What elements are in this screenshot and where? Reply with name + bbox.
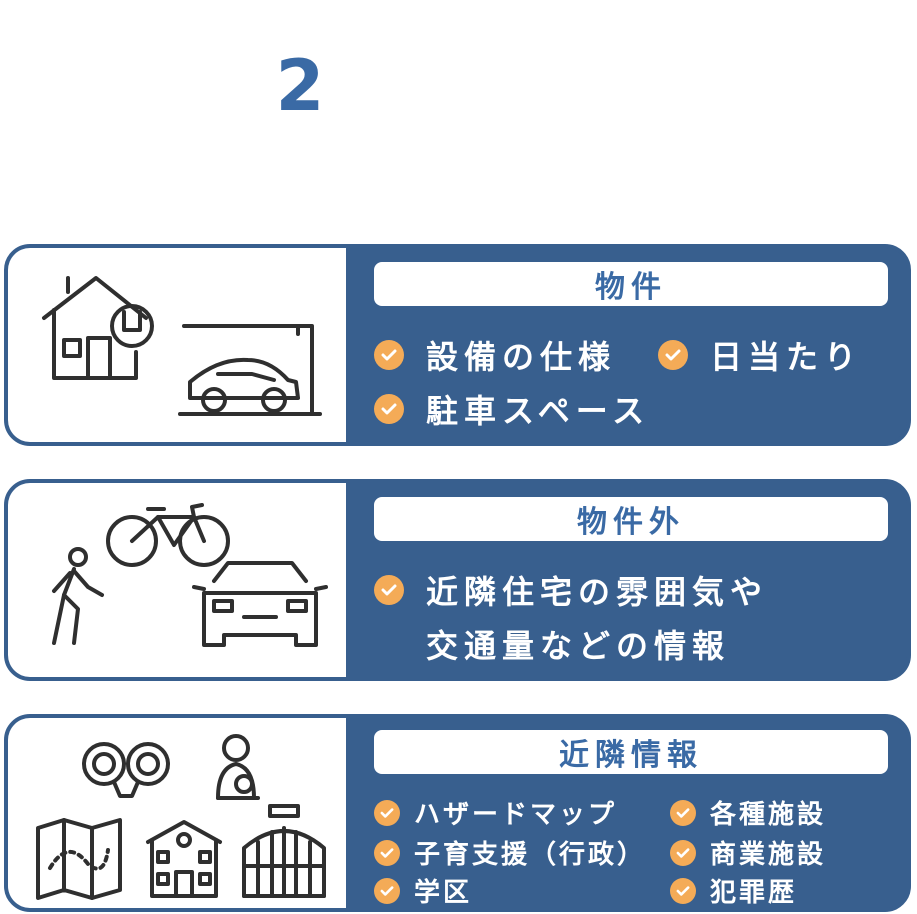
check-icon	[374, 340, 404, 370]
card-property-title: 物件	[374, 262, 888, 306]
check-icon	[374, 575, 404, 605]
check-icon	[374, 799, 400, 826]
section-number: 2	[275, 45, 325, 127]
card-neighborhood-title: 近隣情報	[374, 730, 888, 774]
item-label: 学区	[414, 878, 473, 908]
card-outside-property: 物件外 近隣住宅の雰囲気や 交通量などの情報	[4, 479, 911, 681]
check-icon	[374, 394, 404, 424]
item-facilities: 各種施設	[670, 794, 826, 831]
car-front-icon	[192, 561, 328, 647]
card-neighborhood-info: 近隣情報 ハザードマップ 各種施設 子育支援（行政） 商業施設 学区 犯罪歴	[4, 714, 911, 912]
card-neighborhood-illustration	[8, 718, 346, 908]
item-label: 近隣住宅の雰囲気や	[426, 573, 769, 611]
item-label: 子育支援（行政）	[414, 840, 647, 870]
mother-baby-icon	[216, 734, 260, 800]
item-label: 駐車スペース	[426, 392, 651, 430]
item-sunlight: 日当たり	[658, 332, 862, 378]
item-commercial-facilities: 商業施設	[670, 834, 826, 871]
item-label: 犯罪歴	[710, 878, 798, 908]
item-childcare-support: 子育支援（行政）	[374, 834, 646, 871]
card-property-illustration	[8, 248, 346, 442]
house-wrench-icon	[42, 276, 154, 380]
item-school-district: 学区	[374, 872, 473, 908]
school-icon	[146, 820, 222, 898]
check-icon	[670, 839, 696, 866]
item-label: 日当たり	[710, 338, 863, 376]
item-label: ハザードマップ	[414, 800, 618, 830]
item-neighborhood-atmosphere: 近隣住宅の雰囲気や	[374, 567, 768, 613]
map-route-icon	[36, 818, 122, 900]
item-label: 商業施設	[710, 840, 827, 870]
handcuffs-icon	[82, 742, 170, 798]
check-icon	[670, 877, 696, 904]
bicycle-icon	[106, 503, 230, 567]
item-crime-history: 犯罪歴	[670, 872, 798, 908]
walking-person-icon	[52, 547, 104, 645]
item-parking: 駐車スペース	[374, 386, 650, 432]
card-property: 物件 設備の仕様 日当たり 駐車スペース	[4, 244, 911, 446]
item-label: 設備の仕様	[426, 338, 617, 376]
card-outside-title: 物件外	[374, 497, 888, 541]
check-icon	[658, 340, 688, 370]
item-hazard-map: ハザードマップ	[374, 794, 617, 831]
check-icon	[670, 799, 696, 826]
card-outside-illustration	[8, 483, 346, 677]
item-equipment: 設備の仕様	[374, 332, 616, 378]
shopping-mall-icon	[242, 804, 326, 898]
check-icon	[374, 839, 400, 866]
carport-car-icon	[178, 324, 322, 416]
check-icon	[374, 877, 400, 904]
item-traffic-info: 交通量などの情報	[426, 627, 731, 665]
item-label: 各種施設	[710, 800, 827, 830]
